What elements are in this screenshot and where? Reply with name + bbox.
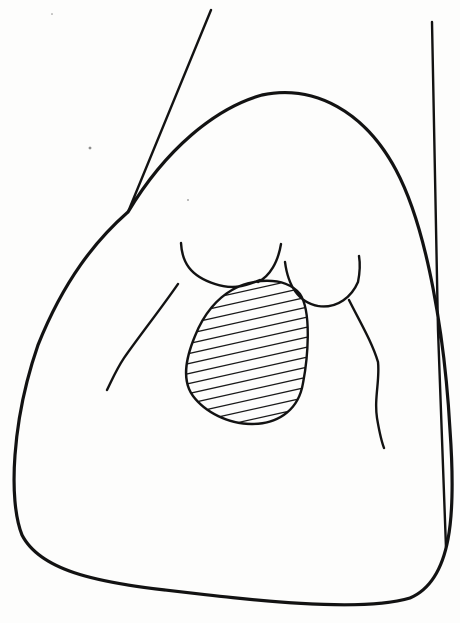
- left-inner-curve: [181, 243, 260, 287]
- ink-speck: [51, 13, 53, 15]
- left-contour-line: [107, 284, 178, 390]
- outer-outline: [14, 93, 452, 605]
- hatched-region-outline: [186, 281, 308, 424]
- right-guide-line: [432, 22, 446, 548]
- right-contour-line: [349, 300, 384, 448]
- ink-speck: [89, 147, 92, 150]
- right-inner-curve: [285, 256, 360, 306]
- ink-speck: [187, 199, 189, 201]
- left-guide-line: [128, 10, 211, 212]
- center-peak-curve: [258, 244, 281, 282]
